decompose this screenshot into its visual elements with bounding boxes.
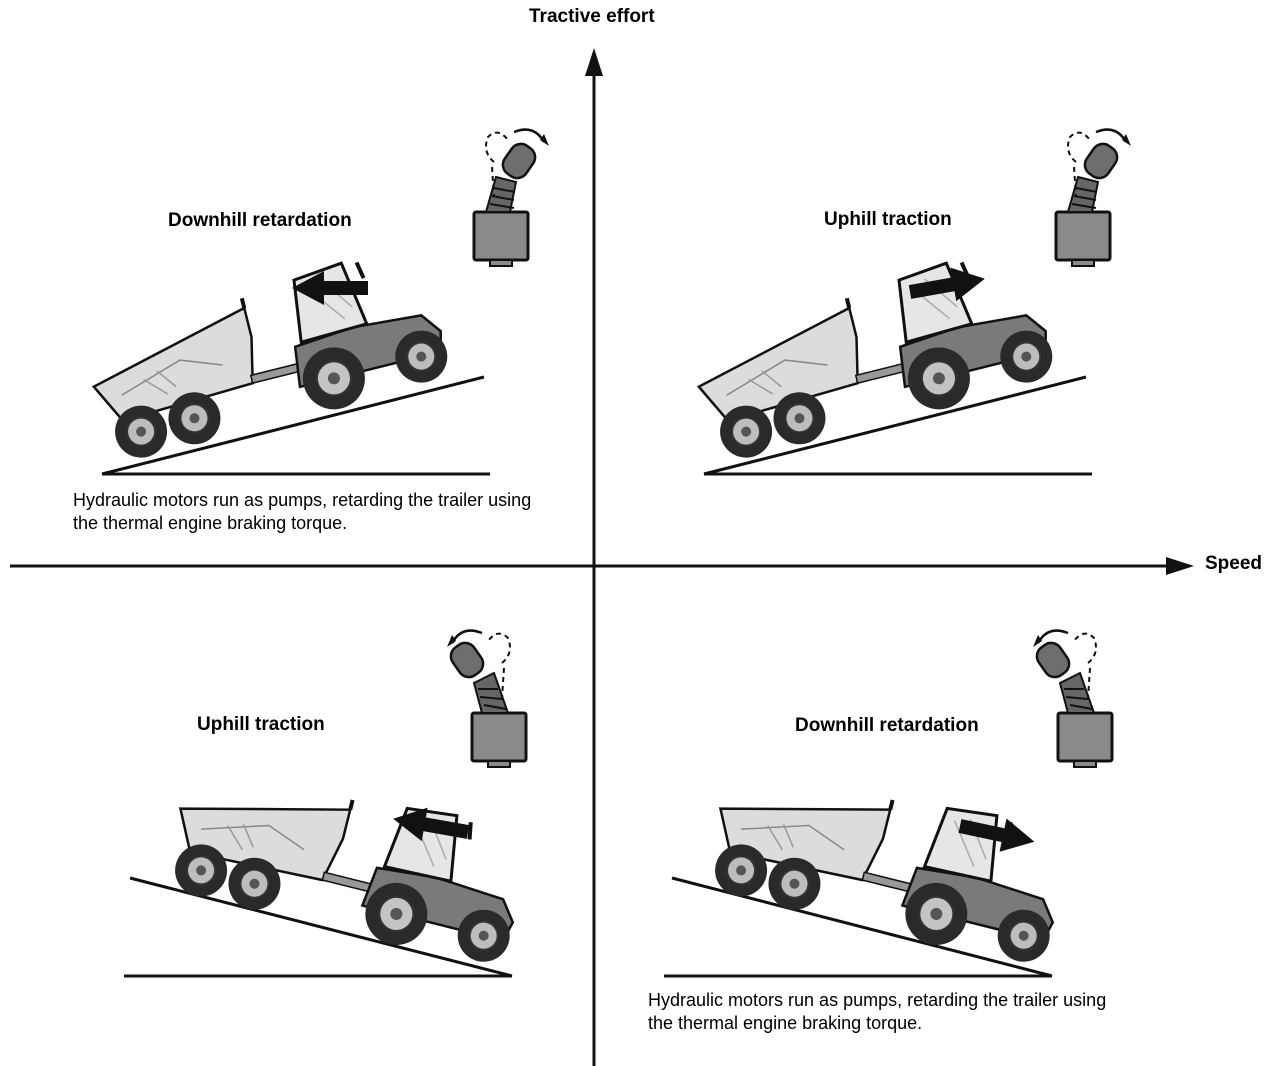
tractor-trailer-icon	[701, 750, 1076, 972]
y-axis-arrowhead	[585, 48, 603, 76]
joystick-lever-icon	[472, 128, 551, 268]
x-axis-label: Speed	[1205, 553, 1263, 574]
quadrant-top-right	[684, 128, 1133, 476]
x-axis	[10, 557, 1194, 575]
joystick-lever-icon	[445, 629, 528, 769]
quadrant-title-bottom-right: Downhill retardation	[795, 715, 979, 736]
quadrant-top-left	[79, 128, 551, 476]
quadrant-title-top-right: Uphill traction	[824, 209, 952, 230]
slope-ramp	[703, 375, 1092, 476]
tractor-trailer-icon	[161, 750, 536, 972]
slope-ramp	[101, 375, 490, 476]
y-axis	[585, 48, 603, 1066]
quadrant-bottom-left	[124, 629, 536, 978]
quadrant-title-top-left: Downhill retardation	[168, 210, 352, 231]
joystick-lever-icon	[1054, 128, 1133, 268]
caption-bottom-right: Hydraulic motors run as pumps, retarding…	[648, 990, 1107, 1033]
y-axis-label: Tractive effort	[529, 6, 655, 27]
quadrant-title-bottom-left: Uphill traction	[197, 714, 325, 735]
joystick-lever-icon	[1031, 629, 1114, 769]
x-axis-arrowhead	[1166, 557, 1194, 575]
caption-top-left: Hydraulic motors run as pumps, retarding…	[73, 490, 532, 533]
quadrant-bottom-right	[664, 629, 1114, 978]
